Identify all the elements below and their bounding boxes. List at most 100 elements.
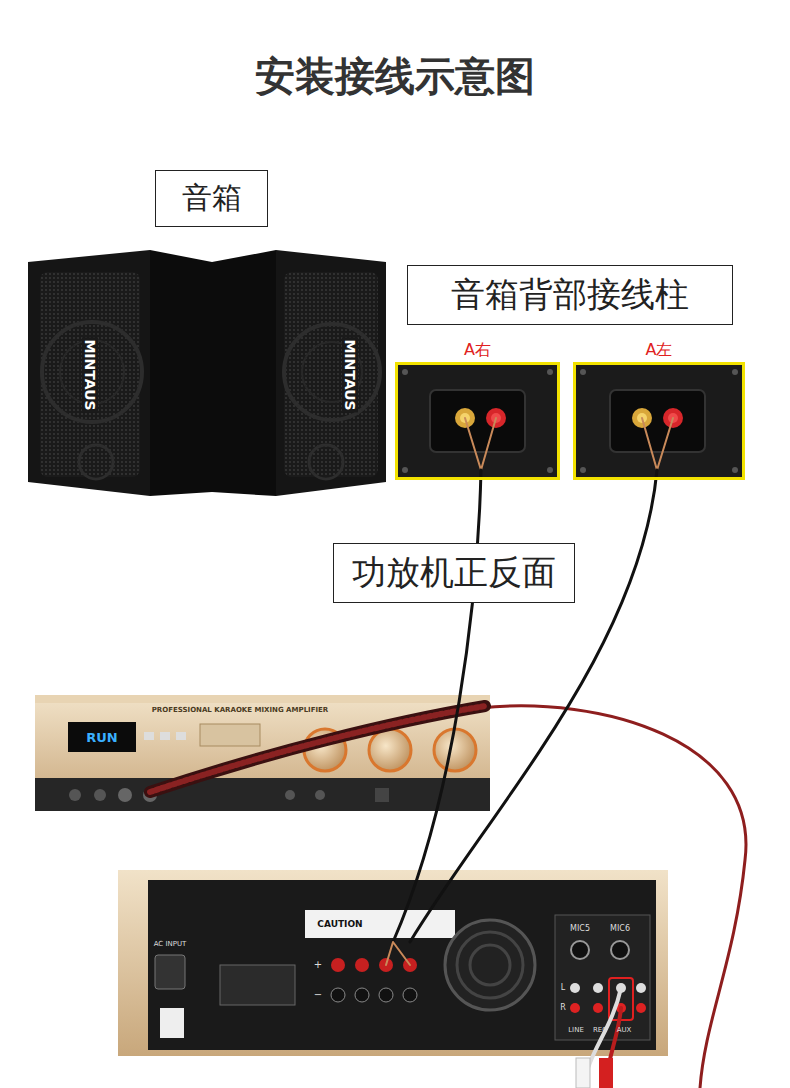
- part-label: −: [314, 990, 322, 1000]
- part-label: MIC5: [570, 925, 590, 933]
- amplifier-front: [35, 695, 490, 811]
- amplifier-rear-part: [148, 880, 656, 1050]
- cables-part: [150, 706, 485, 792]
- speaker-left-part: [42, 322, 142, 422]
- amplifier-front-part: [144, 732, 154, 740]
- amplifier-rear-part: [555, 915, 650, 1040]
- terminal-panel-art-part: [402, 467, 408, 473]
- amplifier-rear: [118, 870, 668, 1056]
- part-label: PROFESSIONAL KARAOKE MIXING AMPLIFIER: [152, 707, 329, 714]
- cables-part: [410, 470, 657, 942]
- amplifier-rear-part: [457, 932, 523, 998]
- terminal-panel: A右: [395, 362, 560, 480]
- amplifier-rear-part: [636, 1003, 646, 1013]
- amplifier-front-part: [200, 724, 260, 746]
- terminal-panel-art-part: [547, 467, 553, 473]
- panel-label: A左: [646, 341, 673, 359]
- terminal-panel-art-part: [732, 369, 738, 375]
- box-text: 音箱: [182, 181, 242, 216]
- amplifier-front-part: [285, 790, 295, 800]
- part-label: L: [561, 984, 565, 992]
- cables-part: [480, 706, 746, 1088]
- amplifier-rear-part: [355, 958, 369, 972]
- terminal-panel-art-part: [580, 369, 586, 375]
- amplifier-rear-part: [636, 983, 646, 993]
- amplifier-front-part: [176, 732, 186, 740]
- amplifier-front-part: [35, 778, 490, 811]
- amplifier-rear-part: [331, 988, 345, 1002]
- part-label: CAUTION: [317, 920, 362, 929]
- part-label: +: [314, 960, 322, 970]
- amplifier-rear-part: [220, 965, 295, 1005]
- amplifier-rear-part: [470, 945, 510, 985]
- amplifier-rear-part: [160, 1008, 184, 1038]
- panel-label: A右: [464, 341, 491, 359]
- terminal-panel-art: [398, 365, 742, 477]
- part-label: AUX: [617, 1027, 632, 1034]
- terminal-panel-art-part: [402, 369, 408, 375]
- amplifier-rear-part: [379, 988, 393, 1002]
- speaker-left: [28, 250, 212, 496]
- amplifier-front-part: [434, 729, 476, 771]
- label-box: 音箱背部接线柱: [407, 265, 733, 325]
- label-box: 功放机正反面: [333, 543, 575, 603]
- box-text: 功放机正反面: [352, 553, 556, 592]
- speaker-right-part: [276, 250, 386, 496]
- speaker-right: [212, 250, 386, 496]
- terminal-panel-art-part: [732, 467, 738, 473]
- amplifier-front-part: [69, 789, 81, 801]
- part-label: LINE: [568, 1027, 584, 1034]
- label-box: 音箱: [155, 170, 268, 227]
- amplifier-front-part: [160, 732, 170, 740]
- cables-part: [576, 1058, 590, 1088]
- part-label: REC: [593, 1027, 607, 1034]
- amplifier-front-part: [315, 790, 325, 800]
- amplifier-front-part: [35, 695, 490, 811]
- speaker-right-part: [212, 250, 276, 496]
- speaker-left-part: [150, 250, 212, 496]
- terminal-panel-art-part: [398, 365, 557, 477]
- amplifier-rear-part: [403, 988, 417, 1002]
- speaker-left-part: [79, 445, 113, 479]
- speaker-right-part: [309, 445, 343, 479]
- terminal-panel-art-part: [610, 390, 705, 452]
- terminal-panel-art-part: [547, 369, 553, 375]
- amplifier-rear-part: [118, 870, 668, 1056]
- part-label: RUN: [86, 731, 117, 744]
- amplifier-rear-part: [570, 983, 580, 993]
- amplifier-front-part: [369, 729, 411, 771]
- diagram-title: 安装接线示意图: [255, 56, 535, 96]
- amplifier-front-part: [35, 695, 490, 703]
- amplifier-rear-part: [593, 983, 603, 993]
- cables-part: [386, 942, 410, 965]
- amplifier-front-part: [68, 722, 136, 752]
- amplifier-front-part: [118, 788, 132, 802]
- amplifier-rear-part: [305, 910, 455, 938]
- amplifier-rear-part: [593, 1003, 603, 1013]
- amplifier-rear-part: [571, 941, 589, 959]
- terminal-panel-art-part: [430, 390, 525, 452]
- amplifier-rear-part: [445, 920, 535, 1010]
- speaker-right-part: [284, 324, 380, 420]
- amplifier-rear-part: [155, 955, 185, 989]
- amplifier-rear-part: [331, 958, 345, 972]
- amplifier-front-part: [375, 788, 389, 802]
- part-label: MIC6: [610, 925, 630, 933]
- part-label: AC INPUT: [154, 941, 187, 948]
- cables: [150, 418, 746, 1088]
- terminal-panel: A左: [573, 362, 745, 480]
- amplifier-rear-part: [355, 988, 369, 1002]
- speaker-left-part: [28, 250, 150, 496]
- part-label: MINTAUS: [342, 337, 358, 412]
- part-label: R: [560, 1004, 566, 1012]
- box-text: 音箱背部接线柱: [451, 275, 689, 314]
- part-label: MINTAUS: [82, 337, 98, 412]
- cables-part: [393, 470, 481, 942]
- terminal-panel-art-part: [576, 365, 742, 477]
- amplifier-front-part: [94, 789, 106, 801]
- cables-part: [150, 706, 485, 792]
- cables-part: [599, 1058, 613, 1088]
- cables-part: [465, 418, 496, 470]
- amplifier-rear-part: [570, 1003, 580, 1013]
- amplifier-rear-part: [611, 941, 629, 959]
